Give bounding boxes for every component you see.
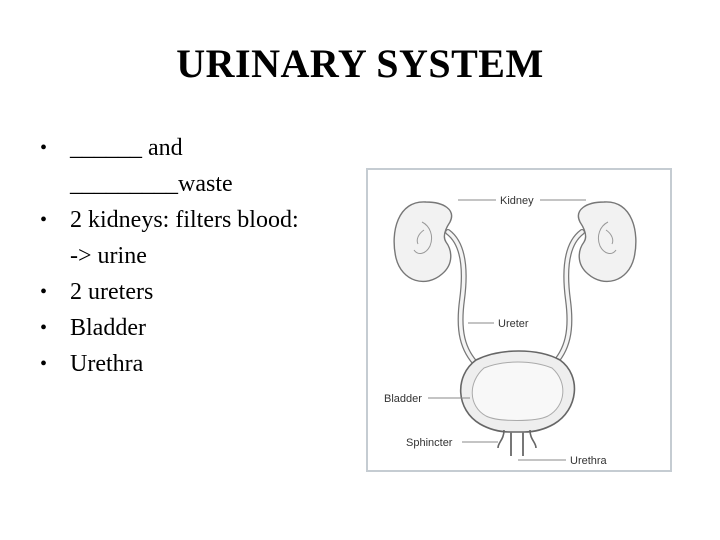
bullet-text-line: ______ and xyxy=(70,130,370,166)
bullet-text-line: Urethra xyxy=(70,346,370,382)
bullet-text-line: Bladder xyxy=(70,310,370,346)
urethra-shape xyxy=(511,432,523,456)
bladder-lining xyxy=(472,362,563,421)
bullet-dot: • xyxy=(40,274,47,310)
bullet-item-urethra: • Urethra xyxy=(40,346,370,382)
bullet-text-line: 2 kidneys: filters blood: xyxy=(70,202,370,238)
diagram-svg: Kidney Ureter Bladder Sphincter Urethra xyxy=(368,170,670,470)
bullet-dot: • xyxy=(40,346,47,382)
bullet-item-waste: • ______ and _________waste xyxy=(40,130,370,202)
bullet-dot: • xyxy=(40,202,47,238)
left-kidney-shape xyxy=(394,202,451,282)
urethra-label: Urethra xyxy=(570,455,608,467)
urinary-system-diagram: Kidney Ureter Bladder Sphincter Urethra xyxy=(366,168,672,472)
bladder-label: Bladder xyxy=(384,393,422,405)
bullet-list: • ______ and _________waste • 2 kidneys:… xyxy=(40,130,370,382)
bullet-text-line: -> urine xyxy=(70,238,370,274)
slide-title: URINARY SYSTEM xyxy=(0,40,720,87)
kidney-label: Kidney xyxy=(500,195,534,207)
bullet-item-kidneys: • 2 kidneys: filters blood: -> urine xyxy=(40,202,370,274)
bullet-dot: • xyxy=(40,130,47,166)
sphincter-label: Sphincter xyxy=(406,437,453,449)
bullet-dot: • xyxy=(40,310,47,346)
bullet-item-bladder: • Bladder xyxy=(40,310,370,346)
ureter-label: Ureter xyxy=(498,318,529,330)
right-kidney-shape xyxy=(578,202,635,282)
bullet-item-ureters: • 2 ureters xyxy=(40,274,370,310)
bullet-text-line: _________waste xyxy=(70,166,370,202)
bullet-text-line: 2 ureters xyxy=(70,274,370,310)
